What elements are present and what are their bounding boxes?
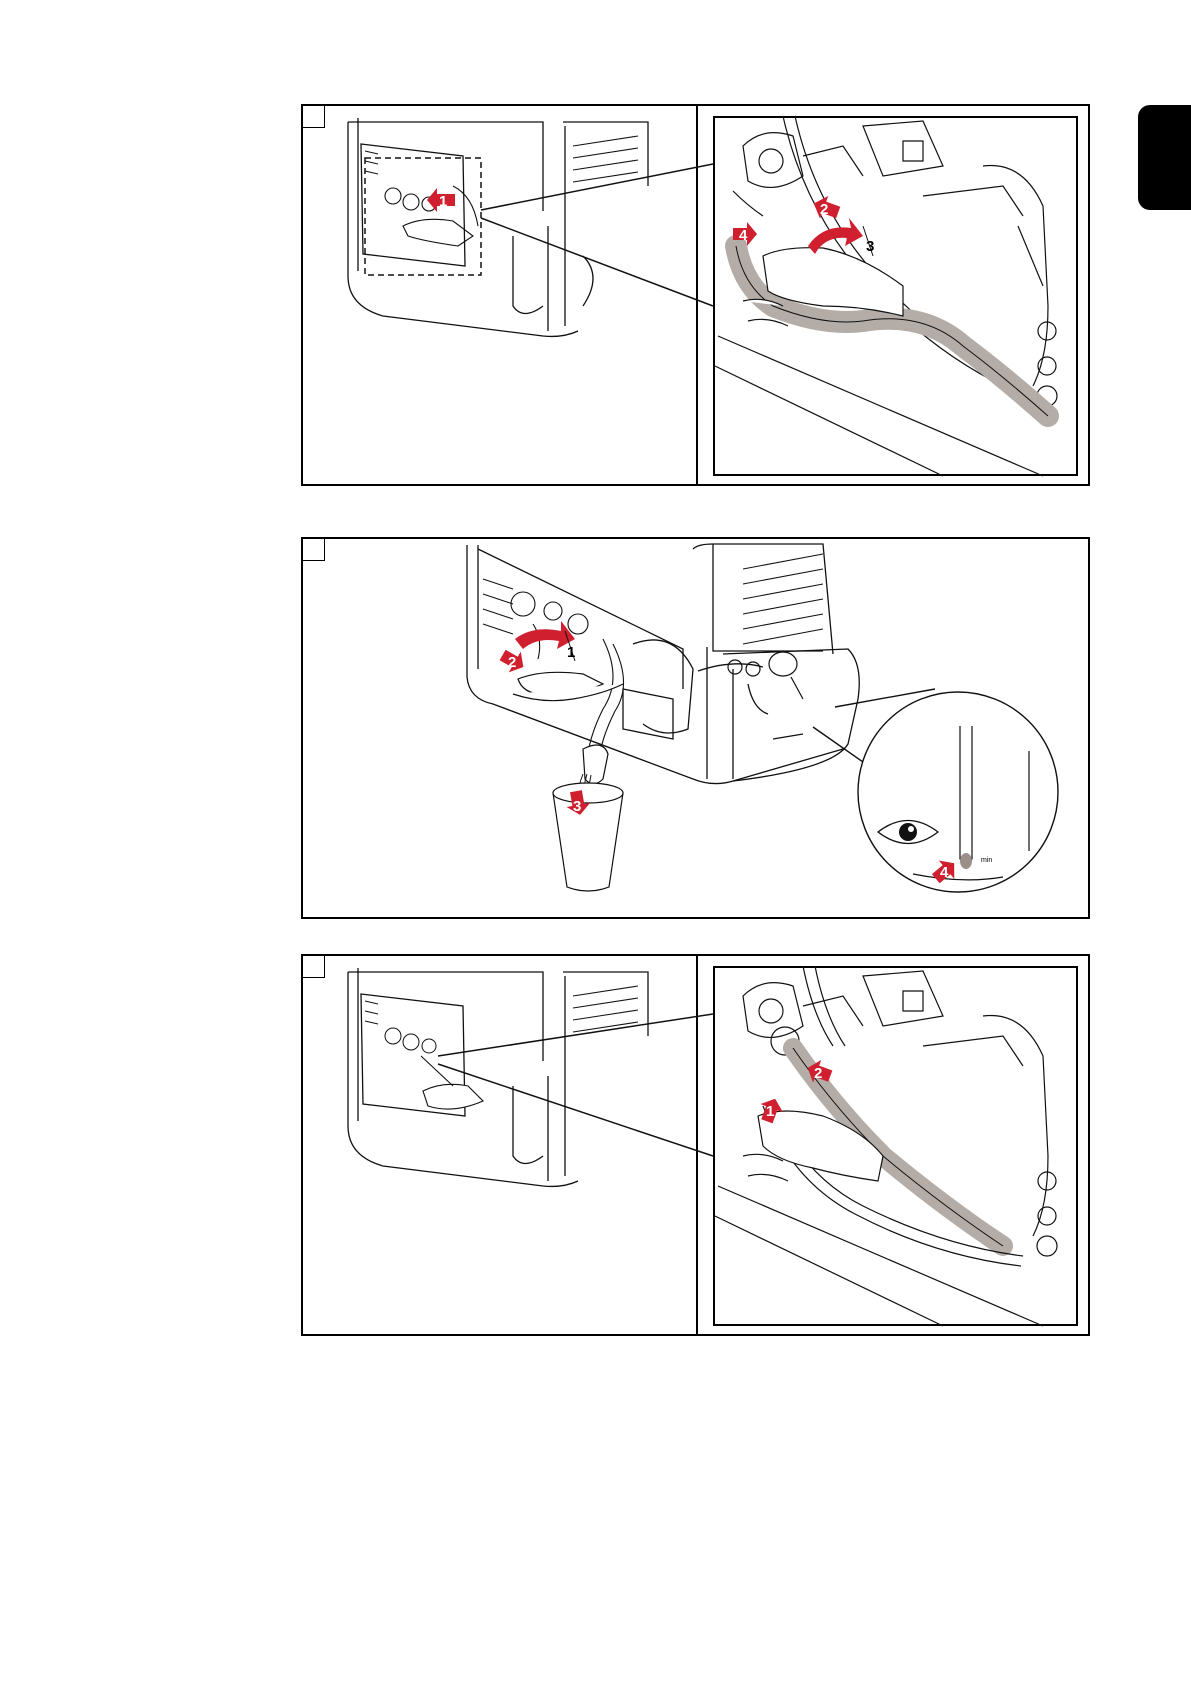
gauge-min-label: min xyxy=(981,857,992,864)
figure-2-step-2-label: 2 xyxy=(508,654,516,671)
figure-1-step-1-label: 1 xyxy=(439,193,447,210)
drain-cup xyxy=(553,783,623,891)
figure-1-panel: 1 xyxy=(301,104,1090,486)
figure-2-step-4-label: 4 xyxy=(940,864,949,881)
figure-1-step-2-marker: 2 xyxy=(810,192,843,223)
fluid-level xyxy=(960,853,972,869)
figure-1-illustration: 1 xyxy=(303,106,1092,488)
figure-1-step-4-label: 4 xyxy=(739,227,748,244)
figure-2-panel: 1 2 3 min 4 xyxy=(301,537,1090,919)
figure-2-rotate-arrow: 1 xyxy=(515,621,575,661)
figure-3-step-2-label: 2 xyxy=(814,1065,822,1082)
figure-3-step-1-label: 1 xyxy=(766,1103,774,1120)
figure-2-step-3-label: 3 xyxy=(573,798,581,815)
figure-1-step-1-marker: 1 xyxy=(427,188,455,212)
figure-1-step-3-label: 3 xyxy=(866,238,874,255)
level-magnifier xyxy=(858,692,1058,892)
figure-2-step-1-label: 1 xyxy=(567,644,575,661)
figure-2-illustration: 1 2 3 min 4 xyxy=(303,539,1092,921)
chapter-tab xyxy=(1138,105,1191,210)
figure-3-panel: 1 2 xyxy=(301,954,1090,1336)
figure-2-step-2-marker: 2 xyxy=(497,645,530,678)
figure-1-step-2-label: 2 xyxy=(820,201,828,218)
figure-3-illustration: 1 2 xyxy=(303,956,1092,1338)
